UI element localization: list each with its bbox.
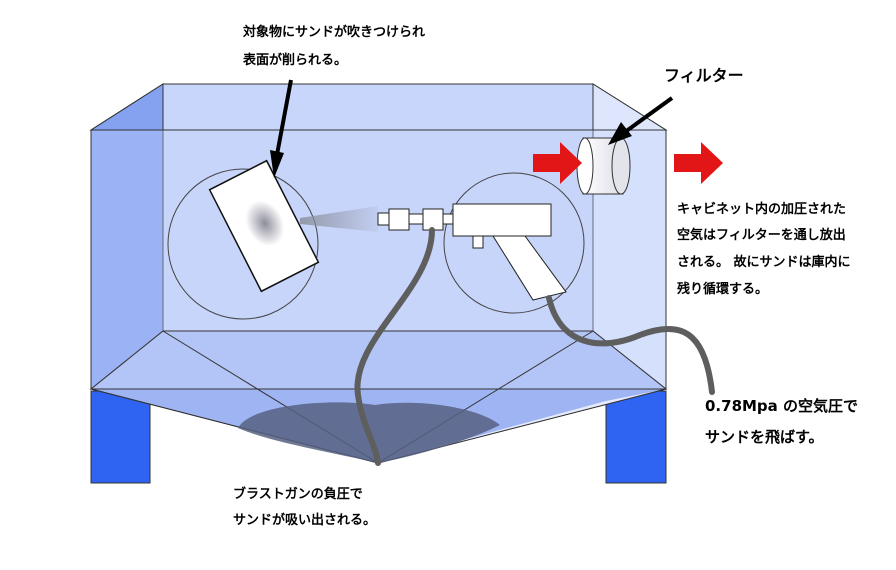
- workpiece: [208, 159, 320, 293]
- left-leg: [90, 390, 151, 484]
- blast-gun: [452, 203, 567, 301]
- right-leg: [605, 390, 667, 484]
- pressure-caption-line2: サンドを飛ばす。: [705, 428, 824, 446]
- target-caption-line2: 表面が削られる。: [243, 53, 348, 68]
- filter-label: フィルター: [664, 66, 744, 85]
- target-pointer-arrow: [270, 79, 293, 178]
- blast-nozzle: [377, 208, 455, 231]
- filter: [576, 137, 631, 195]
- left-glove-port: [167, 168, 319, 320]
- airflow-in-arrow: [533, 142, 582, 184]
- cabinet-caption-line4: 残り循環する。: [677, 282, 769, 297]
- target-caption-line1: 対象物にサンドが吹きつけられ: [243, 25, 426, 40]
- air-hose: [546, 295, 715, 395]
- gun-caption-line2: サンドが吸い出される。: [233, 513, 377, 528]
- gun-caption-line1: ブラストガンの負圧で: [233, 487, 363, 502]
- airflow-out-arrow: [674, 142, 723, 184]
- sand-stream: [300, 206, 378, 232]
- pressure-caption-line1: 0.78Mpa の空気圧で: [705, 397, 859, 415]
- cabinet-caption-line1: キャビネット内の加圧された: [677, 202, 847, 217]
- suction-hose: [354, 227, 435, 466]
- filter-pointer-arrow: [608, 96, 674, 145]
- cabinet-caption-line2: 空気はフィルターを通し放出: [677, 228, 846, 243]
- cabinet-caption-line3: される。 故にサンドは庫内に: [677, 255, 851, 270]
- right-glove-port: [443, 172, 585, 314]
